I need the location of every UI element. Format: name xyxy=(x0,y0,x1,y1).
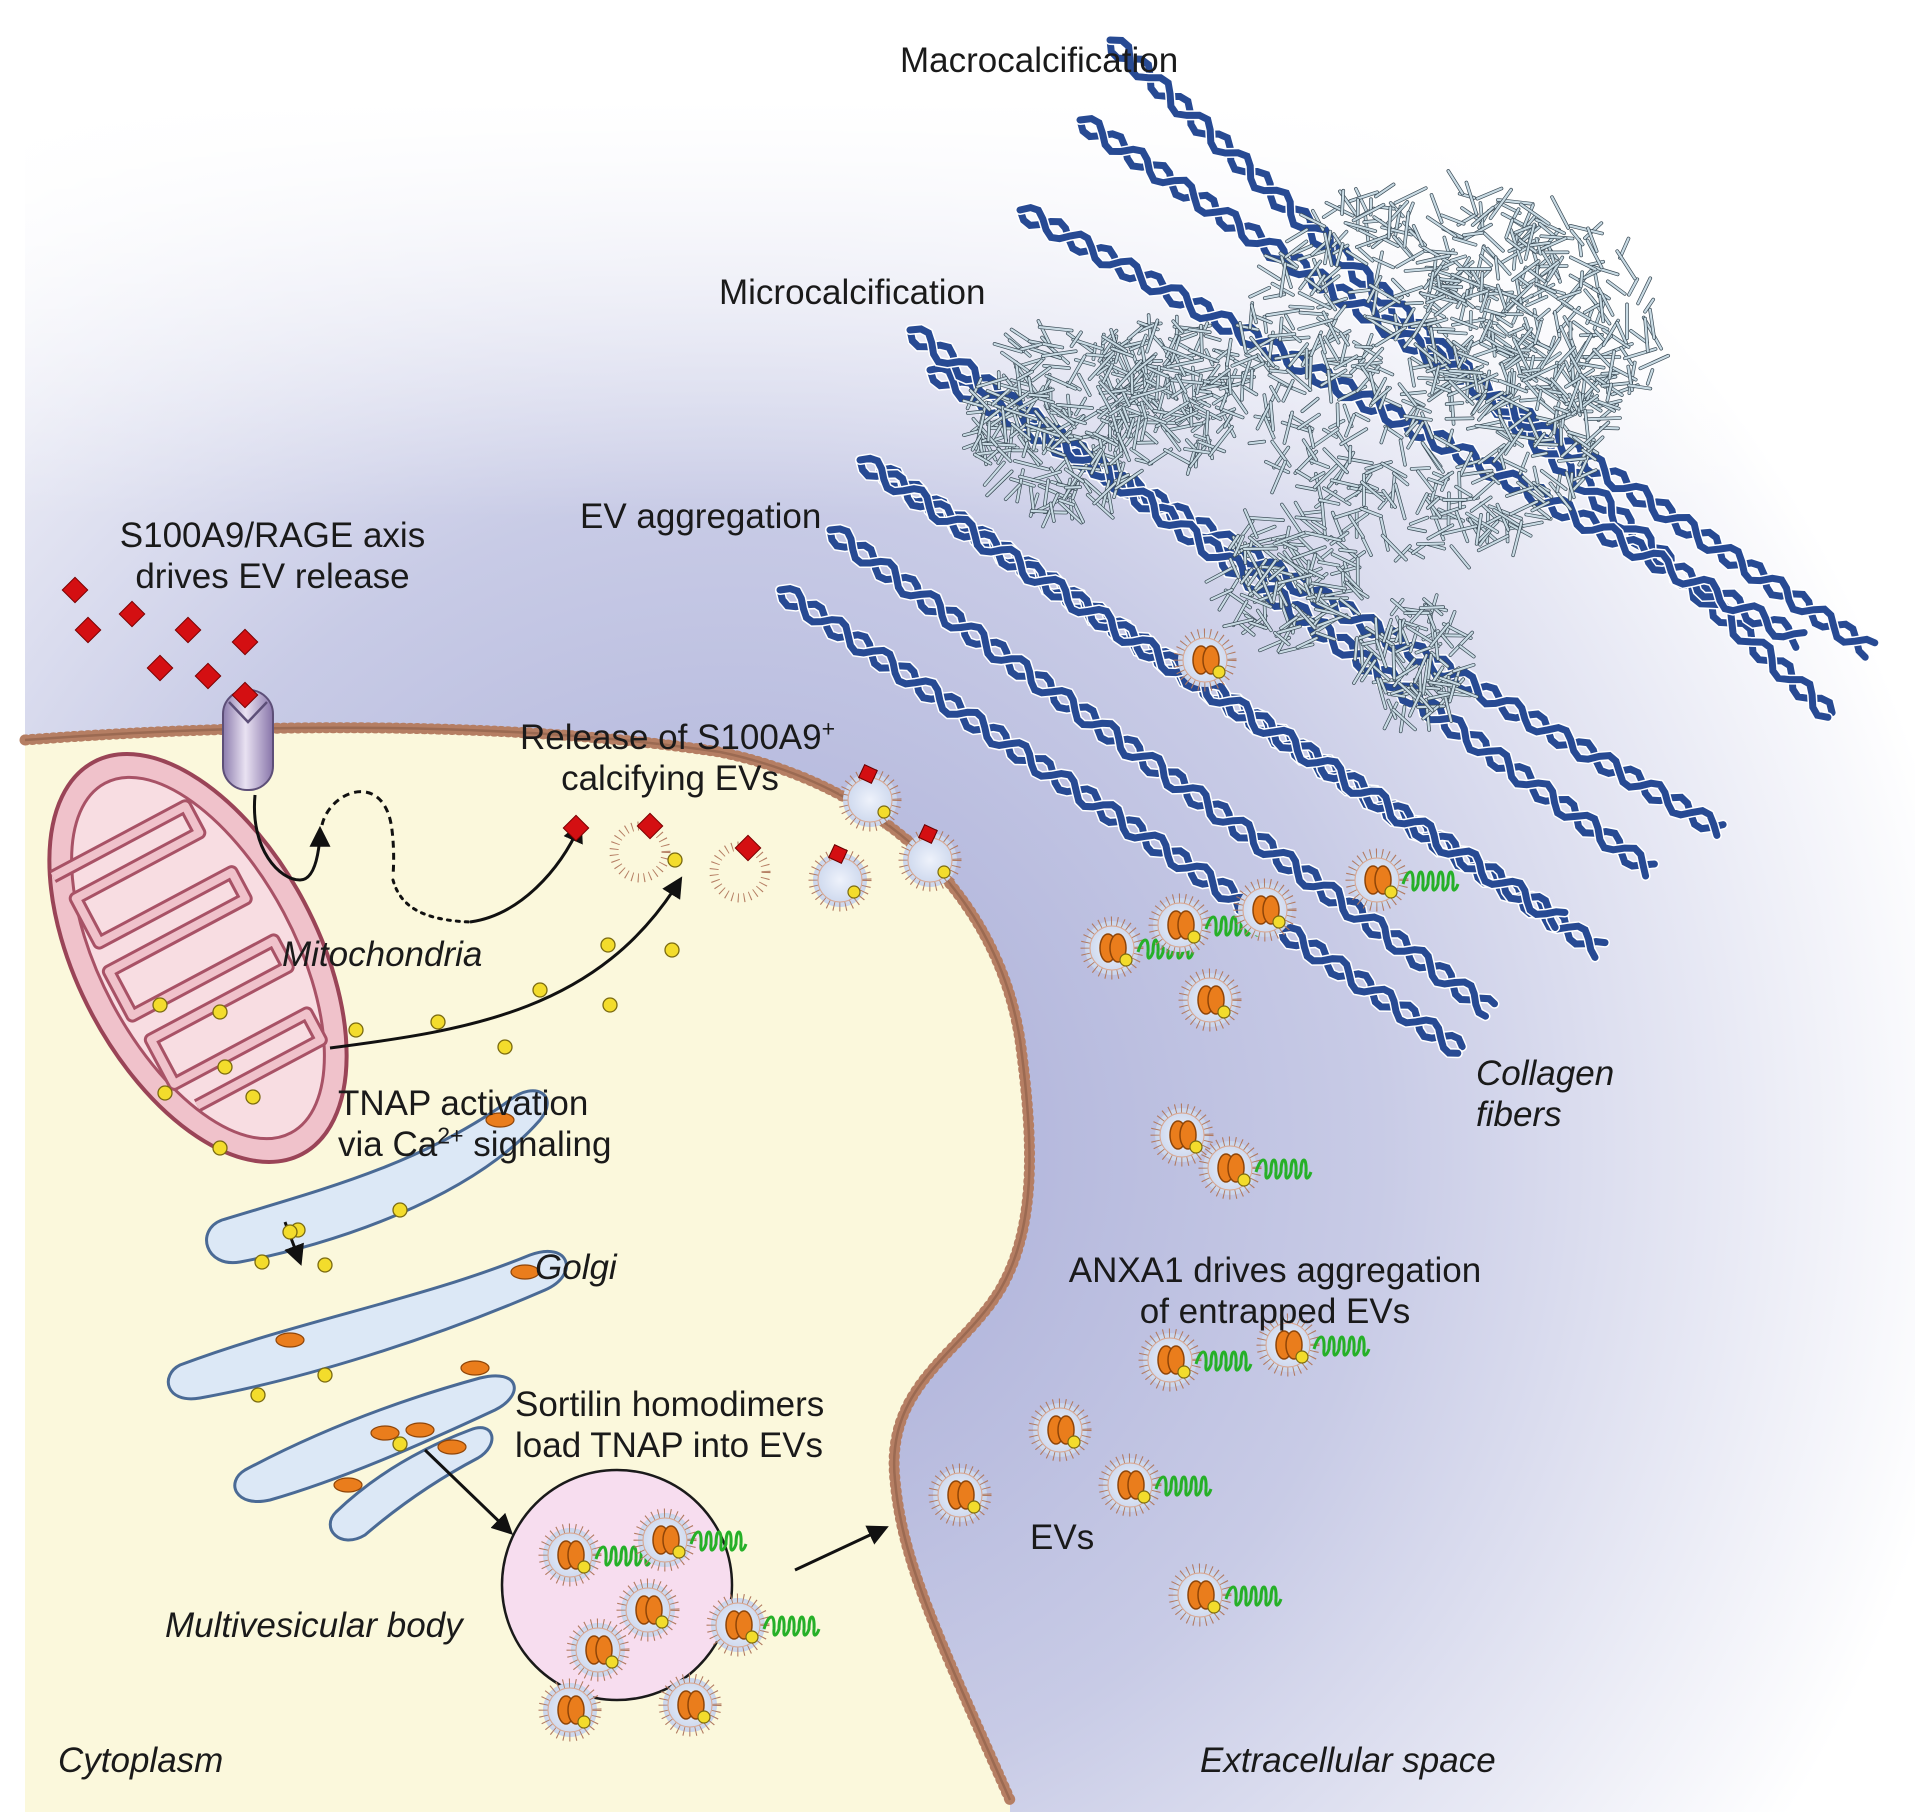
label-release-evs: Release of S100A9+ calcifying EVs xyxy=(520,717,835,800)
label-multivesicular-body: Multivesicular body xyxy=(165,1606,463,1645)
ev xyxy=(1198,1136,1313,1200)
ev xyxy=(928,1463,992,1527)
golgi xyxy=(166,1089,568,1542)
sortilin-line1: Sortilin homodimers xyxy=(515,1385,825,1424)
ev xyxy=(566,1618,630,1682)
s100a9-proteins xyxy=(61,576,762,862)
release-line2: calcifying EVs xyxy=(561,759,779,799)
label-collagen-fibers: Collagen fibers xyxy=(1476,1053,1614,1136)
ev xyxy=(1173,628,1237,692)
collagen-line1: Collagen xyxy=(1476,1054,1615,1093)
ev xyxy=(616,1578,680,1642)
arrows xyxy=(252,790,889,1572)
s100a9-line1: S100A9/RAGE axis xyxy=(119,516,426,555)
ev xyxy=(1080,916,1195,980)
label-ev-aggregation: EV aggregation xyxy=(580,497,822,536)
tnap-suffix: signaling xyxy=(463,1125,612,1165)
label-tnap-activation: TNAP activation via Ca2+ signaling xyxy=(338,1083,611,1166)
tnap-prefix: via Ca xyxy=(338,1125,438,1165)
ev xyxy=(658,1673,722,1737)
ev xyxy=(1256,1313,1371,1377)
s100a9-line2: drives EV release xyxy=(135,557,410,597)
release-sup: + xyxy=(821,715,836,742)
anxa1-line1: ANXA1 drives aggregation xyxy=(1068,1251,1482,1290)
ev xyxy=(808,844,872,912)
label-macrocalcification: Macrocalcification xyxy=(900,41,1179,80)
label-mitochondria: Mitochondria xyxy=(282,935,483,974)
ev xyxy=(1178,968,1242,1032)
anxa1-line2: of entrapped EVs xyxy=(1139,1292,1411,1332)
label-microcalcification: Microcalcification xyxy=(719,273,986,312)
label-golgi: Golgi xyxy=(535,1248,617,1287)
sortilin-line2: load TNAP into EVs xyxy=(515,1426,824,1466)
ev xyxy=(1150,1103,1214,1167)
ev xyxy=(538,1678,602,1742)
label-extracellular-space: Extracellular space xyxy=(1200,1741,1496,1780)
ev xyxy=(1233,878,1297,942)
label-cytoplasm: Cytoplasm xyxy=(58,1741,224,1780)
ev xyxy=(1138,1328,1253,1392)
label-s100a9-rage: S100A9/RAGE axis drives EV release xyxy=(95,515,450,598)
label-sortilin: Sortilin homodimers load TNAP into EVs xyxy=(515,1384,824,1467)
ev xyxy=(838,764,902,832)
release-line1: Release of S100A9 xyxy=(520,718,822,757)
ev xyxy=(706,1593,821,1657)
ev xyxy=(898,824,962,892)
ev xyxy=(633,1508,748,1572)
extracellular-vesicles xyxy=(275,628,1460,1742)
ev xyxy=(1168,1563,1283,1627)
budding-evs xyxy=(609,821,771,903)
ev xyxy=(1028,1398,1092,1462)
tnap-sup: 2+ xyxy=(437,1122,464,1149)
mitochondria xyxy=(47,752,349,1164)
ev xyxy=(1345,848,1460,912)
calcification-crystals xyxy=(961,169,1670,734)
ev xyxy=(1098,1453,1213,1517)
calcium-dots xyxy=(152,852,683,1452)
collagen-line2: fibers xyxy=(1476,1095,1562,1135)
label-evs: EVs xyxy=(1030,1518,1095,1557)
label-anxa1: ANXA1 drives aggregation of entrapped EV… xyxy=(1055,1250,1495,1333)
tnap-line1: TNAP activation xyxy=(338,1084,589,1123)
ev xyxy=(538,1523,653,1587)
ev xyxy=(1148,893,1263,957)
